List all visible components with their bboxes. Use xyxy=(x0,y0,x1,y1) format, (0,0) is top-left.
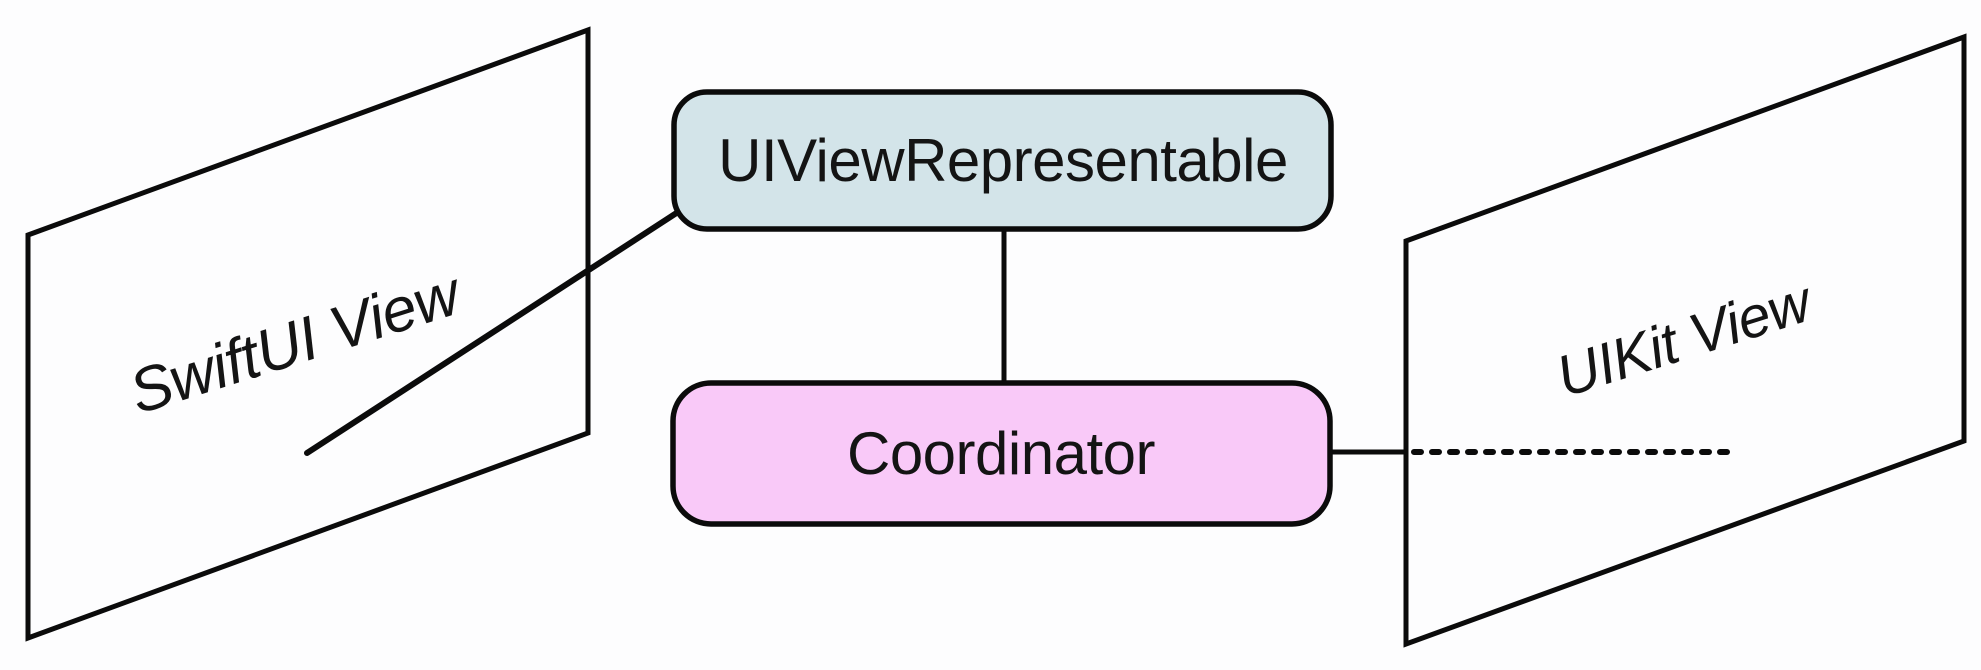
uiviewrepresentable-label: UIViewRepresentable xyxy=(718,127,1288,194)
swiftui-plane xyxy=(25,26,591,642)
uiviewrepresentable-box xyxy=(671,89,1334,232)
representable-swiftui-connector xyxy=(304,209,681,456)
coordinator-label: Coordinator xyxy=(847,420,1155,487)
coordinator-box xyxy=(670,380,1333,527)
uikit-plane xyxy=(1403,33,1967,648)
